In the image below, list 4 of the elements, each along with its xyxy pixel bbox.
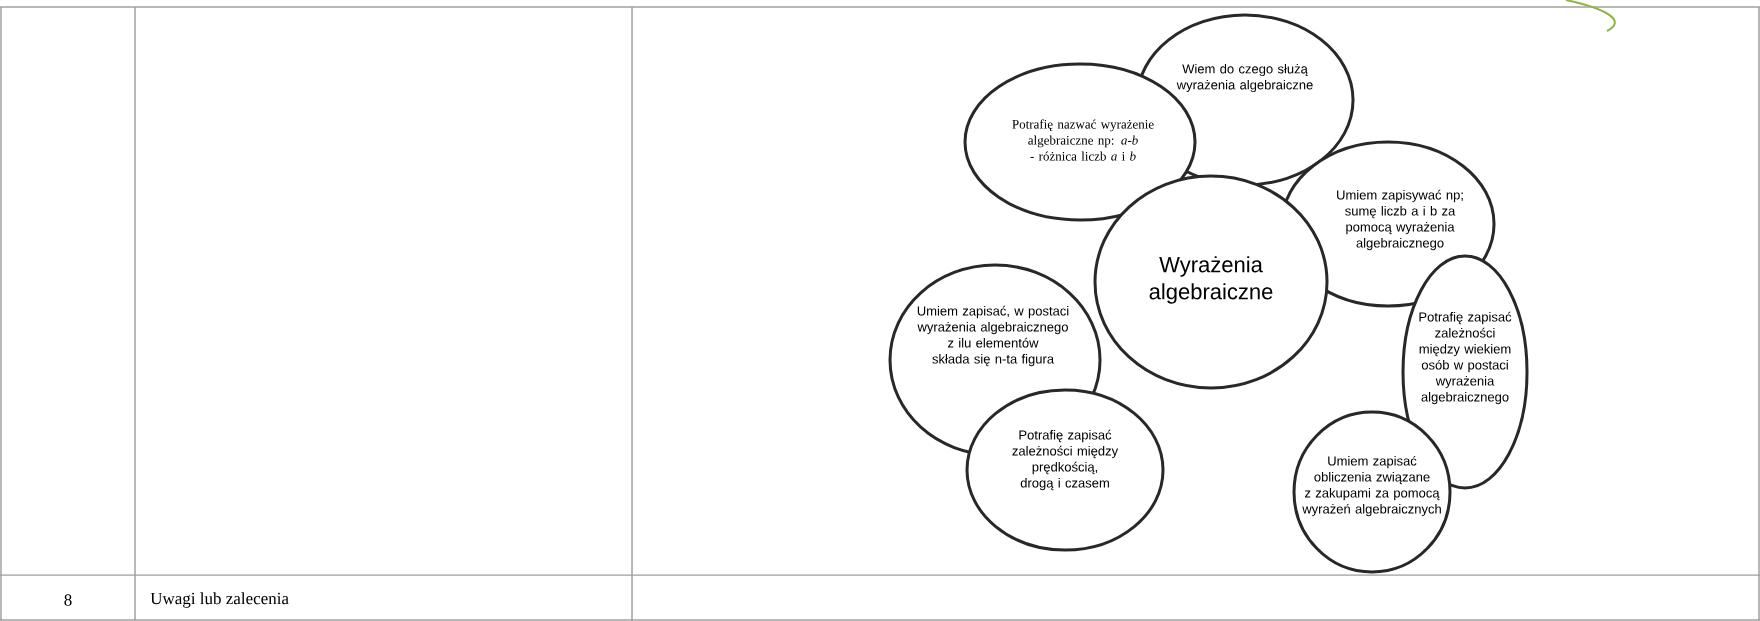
petal: Umiem zapisać obliczenia związane z zakupami za pomocą wyrażeń algebraicznych [1292,410,1452,574]
petal: Potrafię zapisać zależności między prędkością, drogą i czasem [965,388,1165,552]
table-cell-text: 8 [64,594,72,606]
table-cell-text: Uwagi lub zalecenia [150,592,289,608]
